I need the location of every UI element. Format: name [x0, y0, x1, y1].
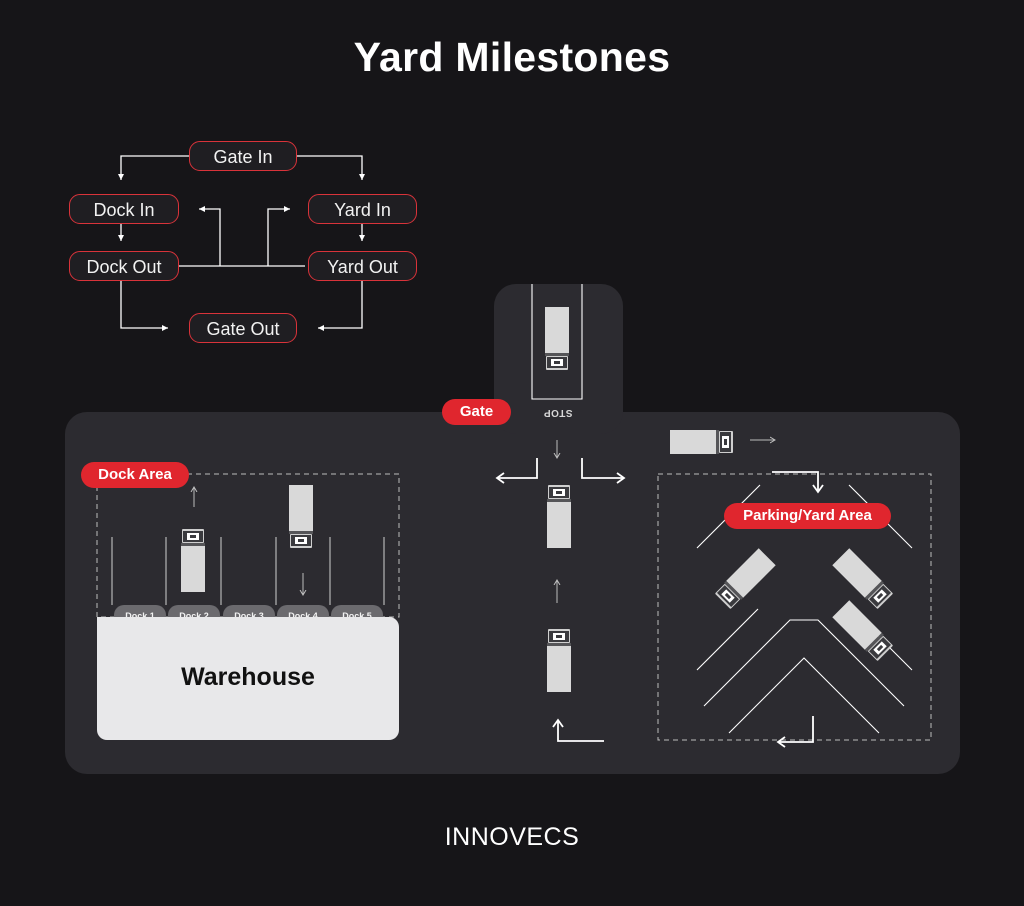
node-dock-in: Dock In: [69, 194, 179, 224]
page-title: Yard Milestones: [353, 34, 671, 80]
connector-yardout-gateout: [318, 281, 363, 331]
truck-entering-yard: [547, 485, 571, 548]
node-gate-in: Gate In: [189, 141, 297, 171]
stop-marking: STOP: [543, 407, 573, 418]
milestone-flow-connectors: [118, 155, 365, 331]
gate-badge: Gate: [442, 399, 511, 425]
truck-at-gate: [545, 307, 569, 370]
warehouse-label: Warehouse: [181, 663, 315, 691]
connector-gatein-dockin: [118, 155, 189, 180]
node-dock-out: Dock Out: [69, 251, 179, 281]
brand-logo: INNOVECS: [444, 823, 580, 851]
warehouse-building: Warehouse: [97, 617, 399, 740]
node-yard-out: Yard Out: [308, 251, 417, 281]
node-gate-out: Gate Out: [189, 313, 297, 343]
truck-exiting: [547, 629, 571, 692]
dock-area-badge: Dock Area: [81, 462, 189, 488]
parking-area-boundary: [657, 473, 932, 741]
connector-to-yardin: [267, 206, 290, 266]
connector-to-dockin: [199, 206, 221, 266]
connector-dockout-gateout: [120, 281, 168, 331]
truck-dock-2: [181, 529, 205, 592]
truck-to-parking: [670, 430, 733, 454]
connector-gatein-yardin: [297, 155, 365, 180]
parking-area-badge: Parking/Yard Area: [724, 503, 891, 529]
truck-dock-4: [289, 485, 313, 548]
node-yard-in: Yard In: [308, 194, 417, 224]
